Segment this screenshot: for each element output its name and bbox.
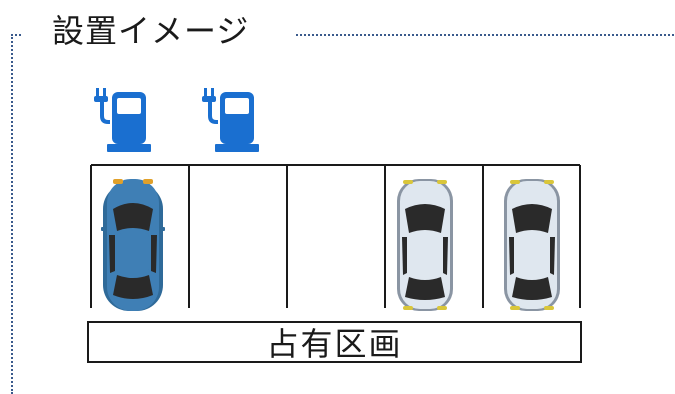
ev-charger-icon [200, 88, 260, 158]
frame-border-left [11, 34, 13, 394]
white-car-icon [393, 175, 457, 315]
blue-car-icon [101, 175, 165, 315]
white-car-icon [500, 175, 564, 315]
ev-charger-icon [92, 88, 152, 158]
frame-border-top [296, 34, 674, 36]
frame-border-top-left [11, 34, 21, 36]
occupied-zone-label: 占有区画 [87, 321, 582, 363]
page-title: 設置イメージ [52, 12, 250, 50]
